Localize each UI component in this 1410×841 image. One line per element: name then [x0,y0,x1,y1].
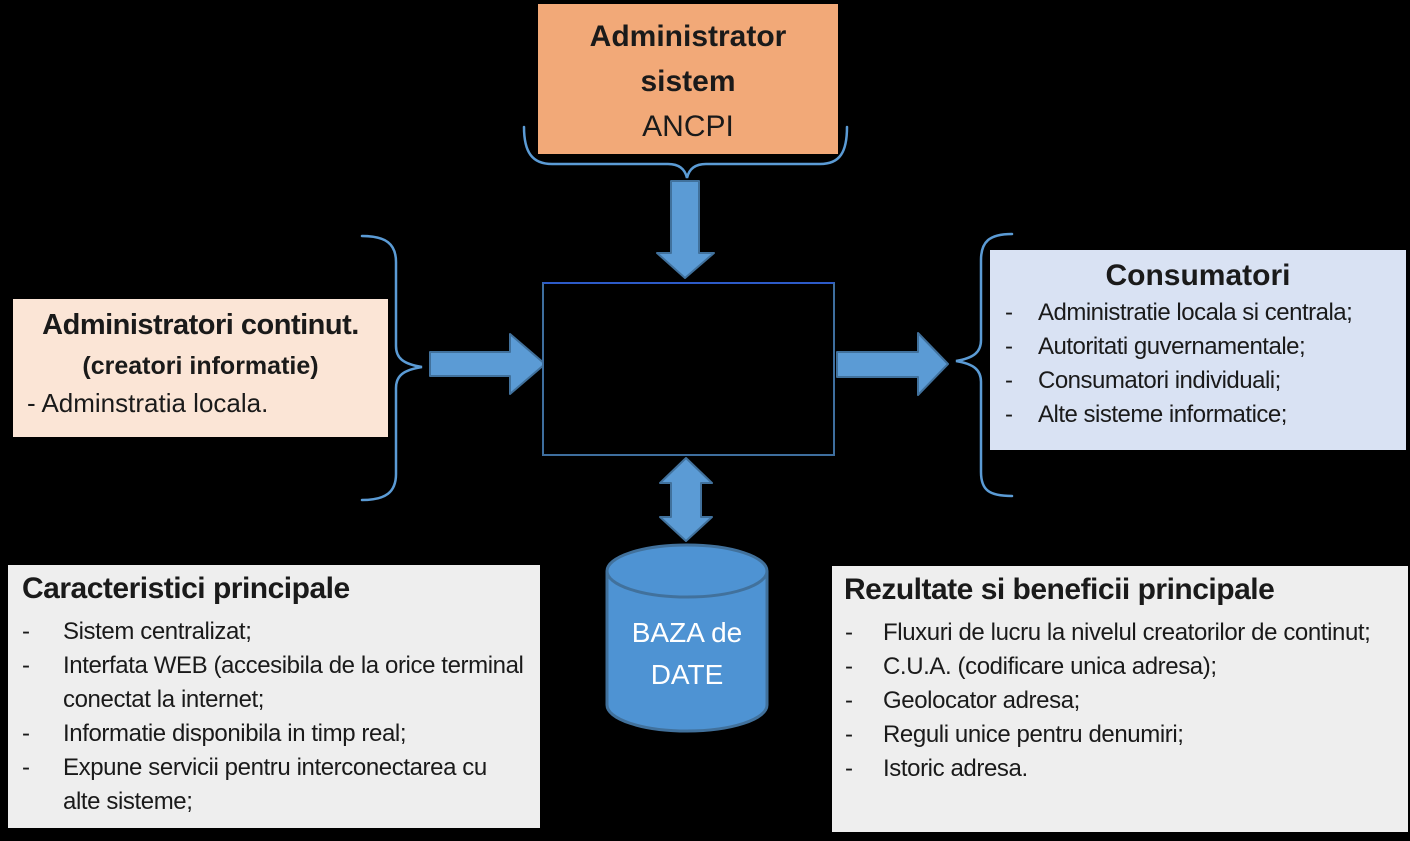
central-system-box [542,282,835,456]
list-item: - Alte sisteme informatice; [990,398,1406,432]
down-arrow [656,180,715,279]
dash-bullet: - [22,618,30,645]
database-cylinder-top [605,543,769,599]
list-item: - Istoric adresa. [832,752,1408,786]
list-item: - Fluxuri de lucru la nivelul creatorilo… [832,616,1408,650]
dash-bullet: - [1005,367,1013,394]
list-item: - Geolocator adresa; [832,684,1408,718]
dash-bullet: - [845,687,853,714]
list-item: - Informatie disponibila in timp real; [8,717,540,751]
database-label-line1: BAZA de [631,617,743,648]
consumers-title: Consumatori [1105,259,1291,292]
database-label: BAZA de DATE [607,612,767,696]
dash-bullet: - [1005,401,1013,428]
list-item-text: Fluxuri de lucru la nivelul creatorilor … [883,619,1371,646]
dash-bullet: - [22,652,30,679]
bidirectional-arrow [659,457,713,542]
dash-bullet: - [1005,333,1013,360]
list-item-text: Interfata WEB (accesibila de la orice te… [63,652,524,713]
admin-box-line1: Administrator [589,20,787,53]
left-arrow [429,333,546,395]
admin-box-line2: sistem [640,65,736,98]
list-item-text: Autoritati guvernamentale; [1038,333,1306,360]
list-item: - C.U.A. (codificare unica adresa); [832,650,1408,684]
database-label-line2: DATE [650,659,724,690]
list-item: - Reguli unice pentru denumiri; [832,718,1408,752]
admin-box-line3: ANCPI [642,110,734,143]
list-item-text: Istoric adresa. [883,755,1028,782]
content-admins-item: - Adminstratia locala. [27,388,269,418]
database-cylinder-body [605,571,769,733]
content-admins-title: Administratori continut. [42,309,359,341]
dash-bullet: - [845,755,853,782]
list-item-text: Alte sisteme informatice; [1038,401,1287,428]
top-brace [522,125,849,179]
list-item: - Sistem centralizat; [8,615,540,649]
results-box: Rezultate si beneficii principale - Flux… [832,566,1408,832]
list-item: - Administratie locala si centrala; [990,296,1406,330]
creators-brace [360,234,423,502]
list-item-text: Geolocator adresa; [883,687,1080,714]
dash-bullet: - [1005,299,1013,326]
results-title: Rezultate si beneficii principale [844,573,1275,606]
dash-bullet: - [845,721,853,748]
list-item-text: Reguli unice pentru denumiri; [883,721,1184,748]
admin-sistem-box: Administrator sistem ANCPI [538,4,838,154]
list-item-text: C.U.A. (codificare unica adresa); [883,653,1217,680]
list-item: - Expune servicii pentru interconectarea… [8,751,540,819]
content-admins-box: Administratori continut. (creatori infor… [13,299,388,437]
consumers-brace [955,232,1014,498]
dash-bullet: - [22,720,30,747]
content-admins-subtitle: (creatori informatie) [82,352,319,380]
right-arrow [836,332,949,396]
list-item-text: Expune servicii pentru interconectarea c… [63,754,487,815]
list-item-text: Administratie locala si centrala; [1038,299,1353,326]
features-list: - Sistem centralizat; - Interfata WEB (a… [8,615,540,819]
consumers-list: - Administratie locala si centrala; - Au… [990,296,1406,432]
list-item: - Interfata WEB (accesibila de la orice … [8,649,540,717]
results-list: - Fluxuri de lucru la nivelul creatorilo… [832,616,1408,786]
list-item-text: Informatie disponibila in timp real; [63,720,407,747]
list-item: - Consumatori individuali; [990,364,1406,398]
features-box: Caracteristici principale - Sistem centr… [8,565,540,828]
list-item: - Autoritati guvernamentale; [990,330,1406,364]
consumers-box: Consumatori - Administratie locala si ce… [990,250,1406,450]
list-item-text: Consumatori individuali; [1038,367,1281,394]
dash-bullet: - [845,619,853,646]
list-item-text: Sistem centralizat; [63,618,252,645]
dash-bullet: - [22,754,30,781]
features-title: Caracteristici principale [22,572,350,605]
dash-bullet: - [845,653,853,680]
